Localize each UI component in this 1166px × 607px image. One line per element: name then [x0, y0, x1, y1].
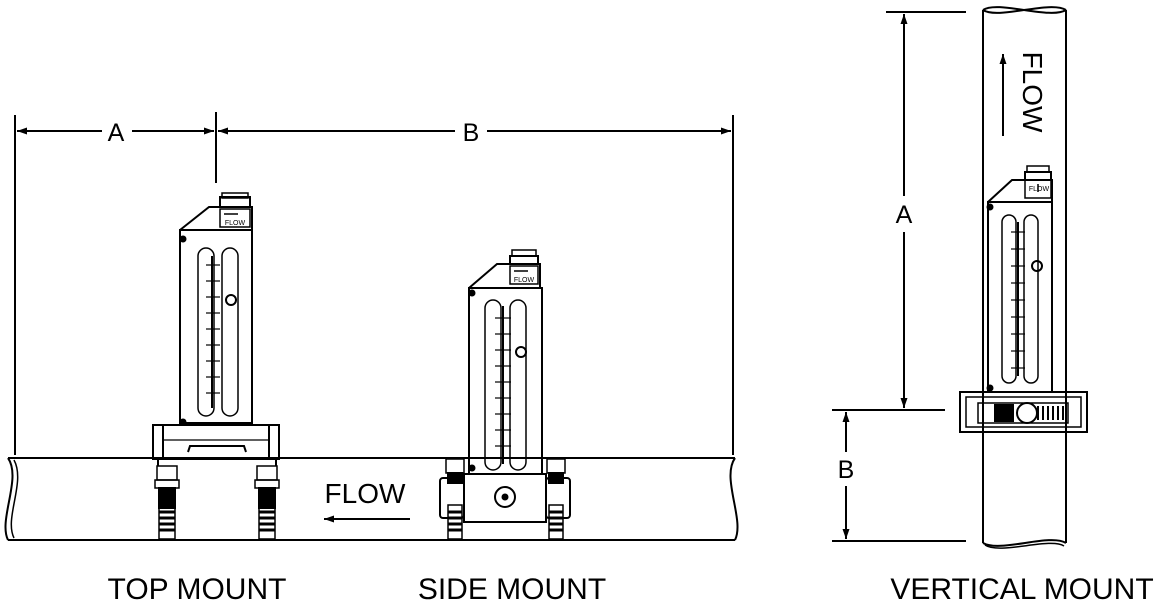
vertical-dimension-lines [832, 11, 966, 542]
dimension-a-label: A [108, 119, 125, 147]
flow-label-horizontal: FLOW [325, 478, 406, 509]
vertical-dimension-b-label: B [838, 456, 855, 484]
vertical-dimension-a-label: A [896, 201, 913, 229]
side-mount-meter [439, 249, 571, 540]
dimension-b-label: B [463, 119, 480, 147]
vertical-mount-caption: VERTICAL MOUNT [890, 573, 1153, 606]
vertical-meter-flow-tag: FLOW [1029, 186, 1050, 193]
side-mount-caption: SIDE MOUNT [418, 573, 606, 606]
side-meter-flow-tag: FLOW [514, 277, 535, 284]
vertical-pipe [982, 6, 1067, 549]
top-mount-meter [152, 192, 280, 540]
flow-label-vertical: FLOW [1017, 52, 1048, 133]
vertical-mount-meter [959, 165, 1088, 433]
top-mount-caption: TOP MOUNT [108, 573, 287, 606]
horizontal-pipe [4, 457, 739, 541]
horizontal-dimension-lines [14, 112, 734, 455]
top-meter-flow-tag: FLOW [225, 220, 246, 227]
